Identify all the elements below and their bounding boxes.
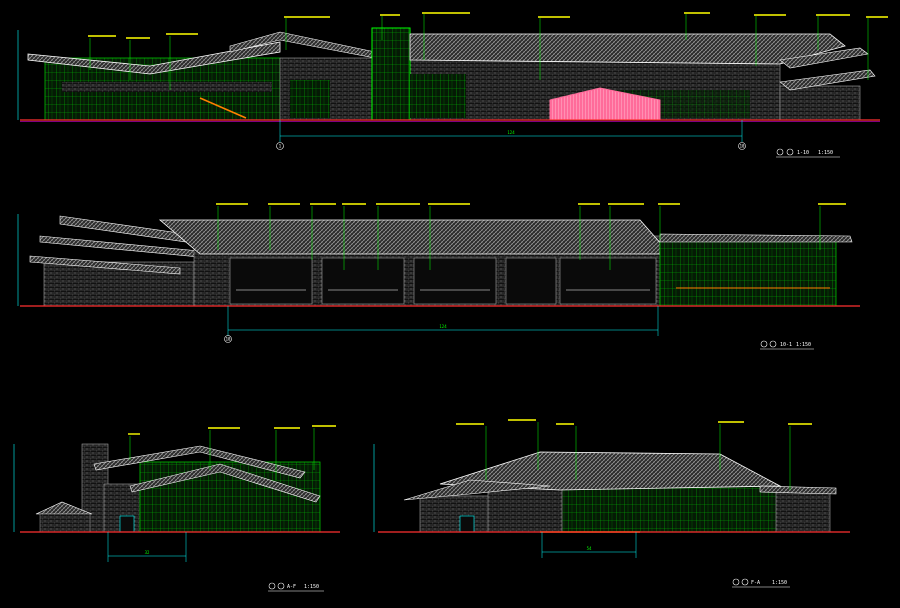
front-title-text: 1-10	[797, 150, 809, 156]
left-side-dimension-text: 32	[145, 550, 150, 555]
left-side-roof-1	[93, 445, 306, 479]
front-grid-bubble-left	[276, 142, 284, 150]
front-grid-left-label: 1	[279, 144, 282, 149]
left-side-title-text: A-F	[287, 584, 296, 590]
right-side-view-title: F-A 1:150	[732, 578, 790, 588]
front-right-roof-2	[779, 69, 876, 91]
front-grid-right-label: 10	[740, 144, 745, 149]
rear-title-text: 10-1	[780, 342, 792, 348]
rear-main-roof	[158, 219, 671, 255]
front-label-bars	[88, 12, 888, 39]
rear-view-title: 10-1 1:150	[760, 340, 814, 350]
right-side-dimension-text: 54	[587, 546, 592, 551]
front-dimension-text: 124	[507, 130, 515, 135]
front-elevation: 124 1 10 1-10 1:150	[17, 12, 888, 158]
rear-arcade-bays	[229, 257, 657, 305]
front-glass-2	[290, 80, 330, 118]
front-view-title: 1-10 1:150	[776, 148, 840, 158]
front-left-roof	[27, 41, 281, 75]
left-side-label-bars	[128, 425, 336, 435]
right-side-glass	[559, 485, 781, 533]
rear-elevation: 124 10 10-1 1:150	[17, 203, 860, 350]
front-right-wing	[779, 85, 861, 121]
rear-right-glass-wing	[659, 239, 837, 307]
front-glass-1	[410, 74, 466, 118]
rear-left-roof-3	[29, 255, 181, 275]
left-side-pavilion	[39, 513, 91, 533]
rear-right-roof	[659, 233, 853, 243]
left-side-scale-text: 1:150	[304, 584, 319, 590]
rear-grid-left-label: 10	[226, 337, 231, 342]
rear-annotations	[217, 206, 821, 270]
front-left-wing-brick	[62, 82, 272, 92]
rear-scale-text: 1:150	[796, 342, 811, 348]
front-stair	[199, 97, 247, 119]
right-side-right-roof	[759, 485, 837, 495]
right-side-scale-text: 1:150	[772, 580, 787, 586]
front-main-roof	[409, 33, 846, 65]
right-side-title-text: F-A	[751, 580, 760, 586]
rear-grid-bubble-left	[224, 335, 232, 343]
right-side-annotations	[485, 422, 791, 490]
right-side-elevation: 54 F-A 1:150	[373, 419, 850, 588]
front-annotations	[89, 14, 869, 90]
front-tower	[371, 27, 411, 121]
left-side-annotations	[129, 428, 315, 480]
right-side-mid-brick	[487, 485, 563, 533]
rear-dimension-text: 124	[439, 324, 447, 329]
front-grid-bubble-right	[738, 142, 746, 150]
right-side-right-wing	[775, 491, 831, 533]
right-side-label-bars	[456, 419, 812, 425]
left-side-elevation: 32 A-F 1:150	[13, 425, 340, 592]
right-side-left-roof	[403, 479, 551, 501]
front-scale-text: 1:150	[818, 150, 833, 156]
left-side-door	[119, 515, 135, 533]
right-side-main-roof	[439, 451, 782, 491]
right-side-door	[459, 515, 475, 533]
left-side-view-title: A-F 1:150	[268, 582, 324, 592]
right-side-brick	[419, 495, 491, 533]
left-side-roof-2	[129, 463, 321, 503]
front-entrance-canopy	[549, 87, 661, 121]
